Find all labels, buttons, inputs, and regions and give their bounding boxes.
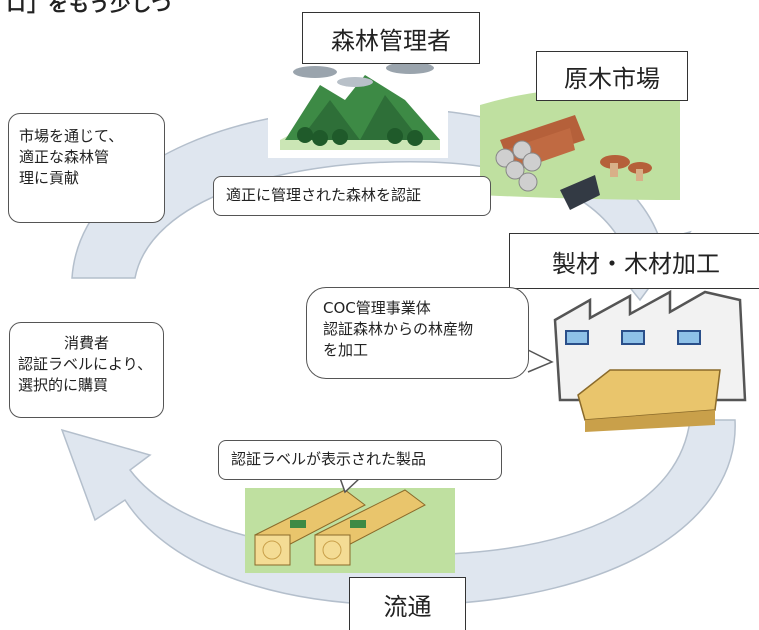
labeled-timber-illustration [245,488,455,573]
callout-certify: 適正に管理された森林を認証 [213,176,491,216]
callout-contribute-line-3: 理に貢献 [19,169,80,187]
callout-coc: COC管理事業体 認証森林からの林産物 を加工 [306,287,529,379]
cut-off-heading: ロ」をもう少しつ [6,0,173,16]
callout-consumer-line-3: 選択的に購買 [18,376,109,394]
node-log-market: 原木市場 [536,51,688,101]
forest-illustration [268,58,448,158]
callout-consumer-line-2: 認証ラベルにより、 [18,355,153,373]
callout-consumer-line-1: 消費者 [63,334,109,352]
callout-contribute-line-1: 市場を通じて、 [19,127,124,145]
factory-illustration [553,289,747,432]
log-market-illustration [480,88,680,210]
cycle-arrow-lower [60,419,736,606]
callout-coc-line-2: 認証森林からの林産物 [323,320,474,338]
callout-labeled-product: 認証ラベルが表示された製品 [218,440,502,480]
callout-contribute: 市場を通じて、 適正な森林管 理に貢献 [8,113,165,223]
callout-coc-line-3: を加工 [323,341,369,359]
callout-coc-line-1: COC管理事業体 [323,299,431,317]
callout-consumer: 消費者 認証ラベルにより、 選択的に購買 [9,322,164,418]
node-sawmill: 製材・木材加工 [509,233,759,289]
node-forest-manager: 森林管理者 [302,12,480,64]
callout-contribute-line-2: 適正な森林管 [19,148,110,166]
node-distribution: 流通 [349,577,466,630]
